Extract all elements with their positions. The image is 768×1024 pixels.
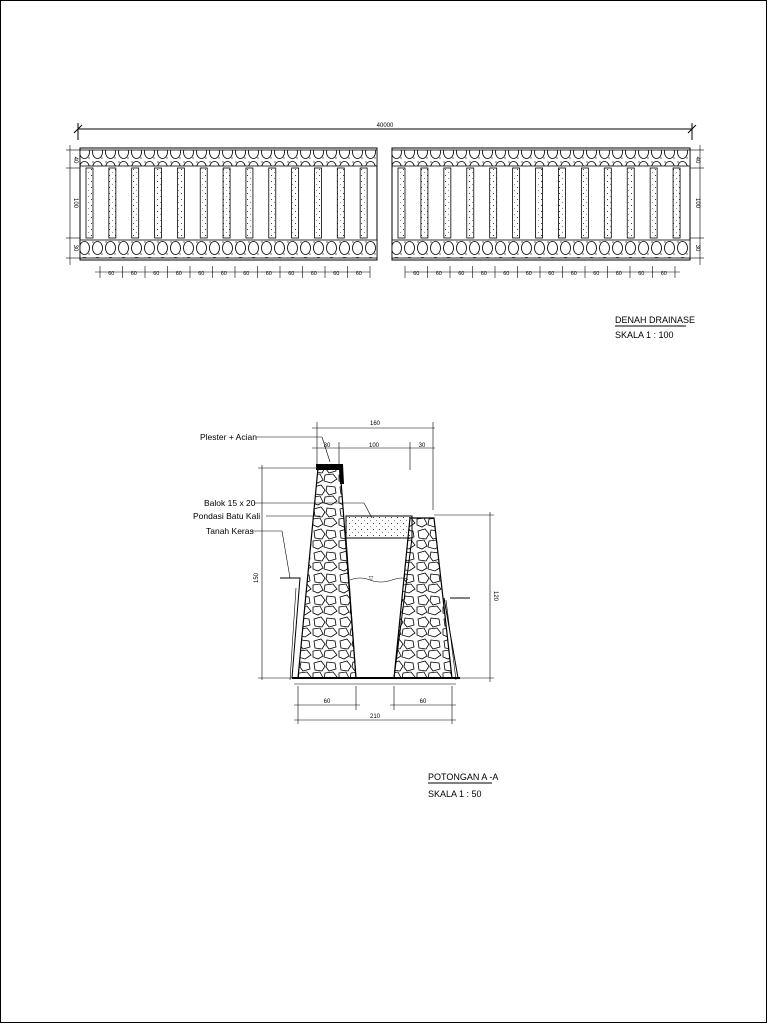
side-dim-mid-left: 100 [72,198,78,209]
dim-top-left: 30 [324,443,331,449]
section-left-height: 150 [254,465,318,680]
spacing-label: 60 [266,271,272,277]
drain-slat [85,167,94,239]
dim-bottom-total: 210 [370,714,381,720]
side-dim-top-right: 40 [694,157,700,164]
side-dim-mid-right: 100 [694,198,700,209]
label-tanah: Tanah Keras [206,526,254,536]
section-right-height: 120 [434,512,498,682]
section-bottom-dimensions: 60 60 210 [294,686,456,724]
spacing-label: 60 [458,271,464,277]
spacing-label: 60 [571,271,577,277]
section-title-block: POTONGAN A -A SKALA 1 : 50 [428,772,498,799]
label-pondasi: Pondasi Batu Kali [193,511,260,521]
drain-slat [420,167,429,239]
drain-slat [222,167,231,239]
side-dim-top-left: 40 [72,157,78,164]
drain-slat [580,167,589,239]
dim-top-total: 160 [370,421,381,427]
section-title: POTONGAN A -A [428,772,498,782]
drain-slat [154,167,162,239]
dim-bottom-right: 60 [420,699,427,705]
spacing-label: 60 [333,271,339,277]
drain-slat [649,167,658,239]
spacing-label: 60 [356,271,362,277]
drain-slat [535,167,543,239]
section-scale: SKALA 1 : 50 [428,789,482,799]
drain-slat [466,167,475,239]
spacing-label: 60 [243,271,249,277]
plan-side-dimension-left: 40 100 30 [66,145,80,265]
dim-right-height: 120 [492,591,498,602]
plan-drawing: 40000 40 100 30 [66,123,704,340]
water-symbol: ▽ [369,576,374,582]
overall-length-label: 40000 [377,123,394,129]
drain-slat [603,167,612,239]
spacing-label: 60 [153,271,159,277]
spacing-label: 60 [176,271,182,277]
dim-left-height: 150 [254,572,260,583]
concrete-beam [345,515,413,539]
spacing-label: 60 [593,271,599,277]
plan-segment-left [79,147,378,261]
side-dim-bottom-left: 30 [72,245,78,252]
spacing-label: 60 [503,271,509,277]
left-stone-wall [297,467,357,679]
dim-top-mid: 100 [369,443,380,449]
excavation-left [280,577,301,679]
spacing-label: 60 [311,271,317,277]
drain-slat [199,167,208,239]
drain-slat [245,167,254,239]
drain-slat [291,167,300,239]
drain-slat [336,167,345,239]
drain-slat [512,167,521,239]
label-plester: Plester + Acian [200,432,257,442]
drain-slat [314,167,322,239]
plan-title-block: DENAH DRAINASE SKALA 1 : 100 [615,315,695,340]
spacing-label: 60 [288,271,294,277]
spacing-label: 60 [481,271,487,277]
drain-slat [108,167,117,239]
plan-title: DENAH DRAINASE [615,315,695,325]
plan-bottom-dimensions: 60 60 60 60 60 60 60 60 60 60 60 60 60 60 60 60 60 60 60 60… [95,266,680,278]
section-drawing: 160 30 100 30 ▽ [193,421,498,799]
dim-top-right: 30 [419,443,426,449]
label-balok: Balok 15 x 20 [204,498,256,508]
dim-bottom-left: 60 [324,699,331,705]
section-top-dimensions: 160 30 100 30 [312,421,435,510]
spacing-label: 60 [661,271,667,277]
spacing-label: 60 [616,271,622,277]
drain-slat [359,167,368,239]
drain-slat [672,167,681,239]
water-level [349,577,409,583]
spacing-label: 60 [198,271,204,277]
plan-side-dimension-right: 40 100 30 [690,145,704,265]
drain-slat [268,167,277,239]
spacing-label: 60 [221,271,227,277]
drain-slat [443,167,452,239]
plan-scale: SKALA 1 : 100 [615,330,674,340]
section-labels: Plester + Acian Balok 15 x 20 Pondasi Ba… [193,432,373,579]
drain-slat [397,167,406,239]
spacing-label: 60 [526,271,532,277]
drain-slat [558,167,566,239]
spacing-label: 60 [436,271,442,277]
plaster-cap [316,464,344,484]
spacing-label: 60 [108,271,114,277]
side-dim-bottom-right: 30 [694,245,700,252]
spacing-label: 60 [413,271,419,277]
spacing-label: 60 [131,271,137,277]
plan-segment-right [391,147,691,261]
right-stone-wall [393,517,453,679]
drain-slat [131,167,140,239]
drain-slat [176,167,185,239]
spacing-label: 60 [638,271,644,277]
drain-slat [489,167,498,239]
overall-dimension: 40000 [73,123,697,140]
spacing-label: 60 [548,271,554,277]
drain-slat [626,167,635,239]
